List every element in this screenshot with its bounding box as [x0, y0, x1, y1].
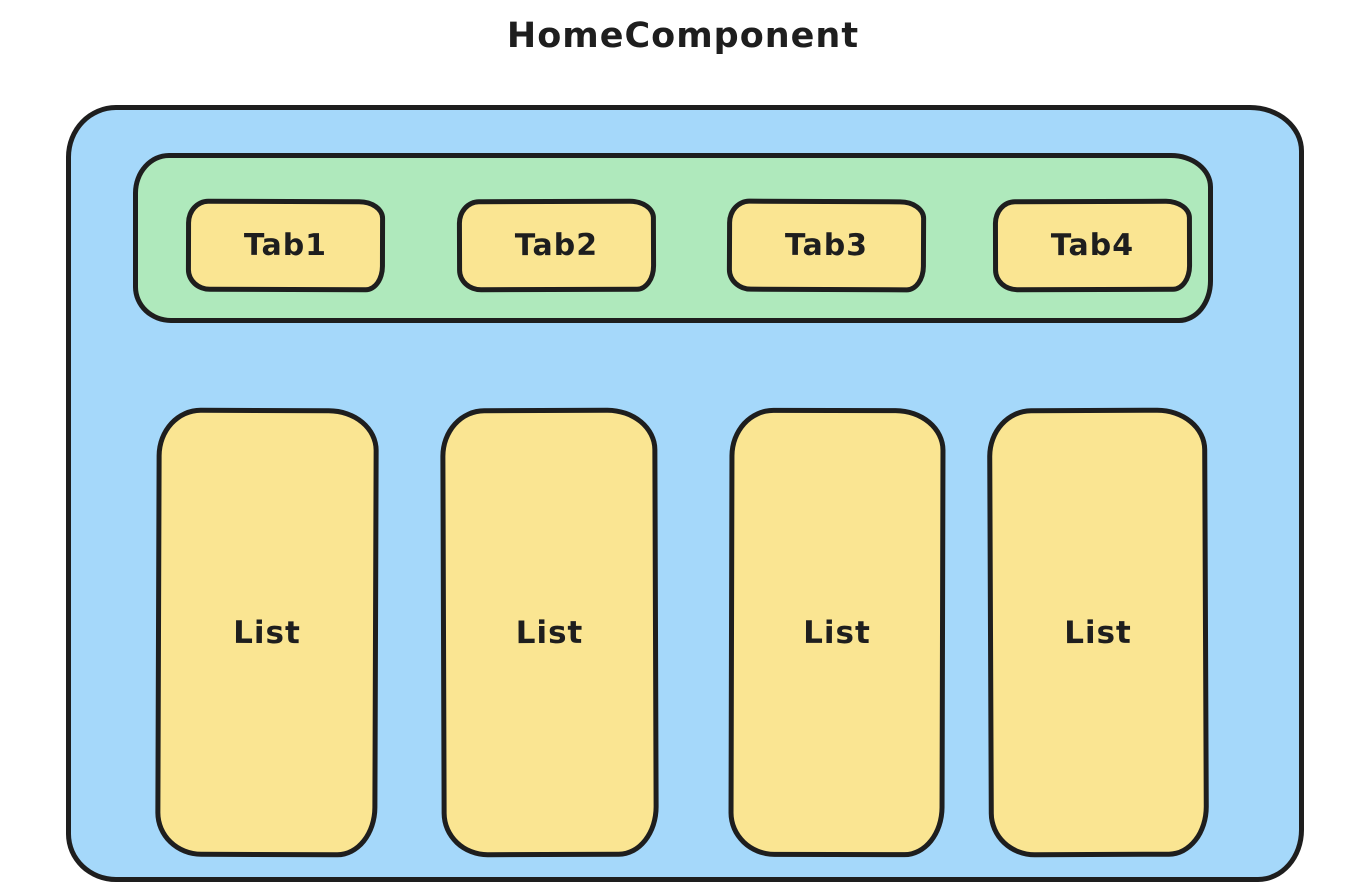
- tab-bar: Tab1 Tab2 Tab3 Tab4: [133, 153, 1213, 323]
- list-panel-3[interactable]: List: [728, 407, 946, 858]
- list-panel-4-label: List: [1064, 614, 1132, 651]
- tab-4[interactable]: Tab4: [992, 198, 1193, 293]
- tab-4-label: Tab4: [1050, 227, 1135, 264]
- tab-2-label: Tab2: [514, 227, 599, 264]
- tab-3[interactable]: Tab3: [726, 198, 927, 293]
- home-component-container: Tab1 Tab2 Tab3 Tab4 List List List: [66, 105, 1304, 882]
- tab-1[interactable]: Tab1: [185, 198, 386, 293]
- list-panel-4[interactable]: List: [987, 407, 1209, 858]
- tab-3-label: Tab3: [784, 227, 869, 264]
- list-panel-1[interactable]: List: [155, 407, 379, 858]
- list-panel-3-label: List: [803, 614, 871, 651]
- tab-1-label: Tab1: [243, 227, 328, 264]
- tab-2[interactable]: Tab2: [456, 198, 657, 293]
- lists-row: List List List List: [71, 407, 1299, 858]
- list-panel-2[interactable]: List: [440, 407, 659, 858]
- list-panel-1-label: List: [233, 614, 301, 651]
- list-panel-2-label: List: [515, 614, 584, 651]
- diagram-title: HomeComponent: [506, 16, 860, 56]
